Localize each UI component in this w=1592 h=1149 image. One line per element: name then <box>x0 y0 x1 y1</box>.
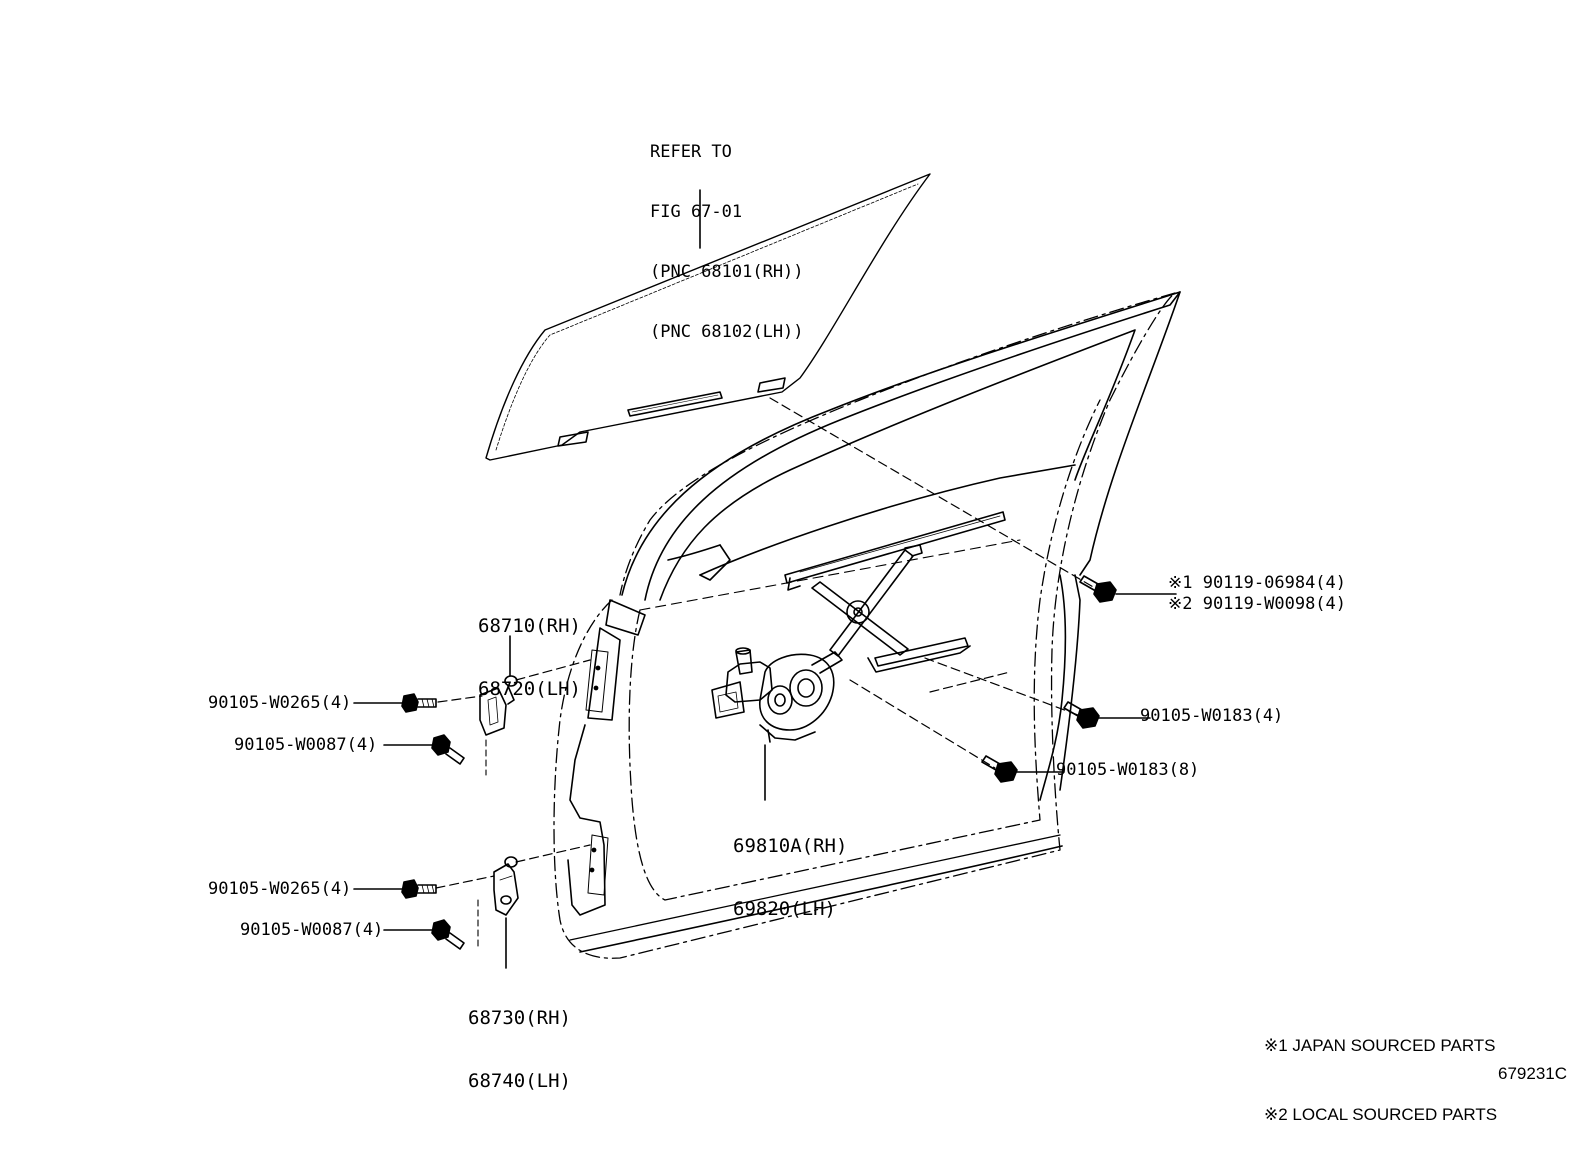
legend-local: ※2 LOCAL SOURCED PARTS <box>1264 1105 1498 1124</box>
refer-note-line-4: (PNC 68102(LH)) <box>650 322 804 342</box>
callout-regulator: 69810A(RH) 69820(LH) <box>733 794 847 941</box>
refer-note: REFER TO FIG 67-01 (PNC 68101(RH)) (PNC … <box>650 102 804 362</box>
bolt-right-1 <box>1064 702 1150 728</box>
figure-code: 679231C <box>1498 1064 1568 1083</box>
callout-bolt-lower-1: 90105-W0265(4) <box>208 879 352 899</box>
callout-bolt-upper-2: 90105-W0087(4) <box>234 735 378 755</box>
door-assembly-diagram <box>0 0 1592 1099</box>
callout-bolt-upper-1: 90105-W0265(4) <box>208 693 352 713</box>
dashed-guide-rail-bolt-2 <box>930 672 1010 692</box>
callout-lower-hinge: 68730(RH) 68740(LH) <box>468 966 571 1113</box>
callout-lower-hinge-lh: 68740(LH) <box>468 1070 571 1092</box>
door-panel-outline <box>554 293 1175 958</box>
upper-hinge <box>438 636 590 775</box>
callout-upper-hinge: 68710(RH) 68720(LH) <box>478 574 581 721</box>
bolt-lower-1 <box>354 880 436 898</box>
callout-regulator-lh: 69820(LH) <box>733 898 836 920</box>
refer-note-line-3: (PNC 68101(RH)) <box>650 262 804 282</box>
door-hinge-pillar <box>568 600 1062 952</box>
refer-note-line-2: FIG 67-01 <box>650 202 743 222</box>
dashed-guide-rail-bolt <box>925 658 1078 715</box>
callout-upper-hinge-rh: 68710(RH) <box>478 615 581 637</box>
callout-upper-hinge-lh: 68720(LH) <box>478 678 581 700</box>
dashed-guide-glass-screw <box>770 398 1095 588</box>
legend-japan: ※1 JAPAN SOURCED PARTS <box>1264 1036 1496 1055</box>
callout-lower-hinge-rh: 68730(RH) <box>468 1007 571 1029</box>
refer-note-line-1: REFER TO <box>650 142 732 162</box>
callout-screw-japan: ※1 90119-06984(4) <box>1168 573 1347 593</box>
door-frame <box>622 292 1180 800</box>
callout-bolt-right-2: 90105-W0183(8) <box>1056 760 1200 780</box>
callout-screw-local: ※2 90119-W0098(4) <box>1168 594 1347 614</box>
callout-bolt-right-1: 90105-W0183(4) <box>1140 706 1284 726</box>
dashed-guide-motor-bolt <box>850 680 995 768</box>
lower-hinge <box>436 845 590 968</box>
bolt-lower-2 <box>384 920 464 949</box>
callout-regulator-rh: 69810A(RH) <box>733 835 848 857</box>
bolt-right-2 <box>982 756 1064 782</box>
legend: ※1 JAPAN SOURCED PARTS ※2 LOCAL SOURCED … <box>1264 988 1497 1149</box>
bolt-upper-1 <box>354 694 436 712</box>
window-regulator <box>712 512 1005 800</box>
callout-bolt-lower-2: 90105-W0087(4) <box>240 920 384 940</box>
door-glass <box>486 174 930 460</box>
screw-right <box>1080 576 1176 602</box>
bolt-upper-2 <box>384 735 464 764</box>
